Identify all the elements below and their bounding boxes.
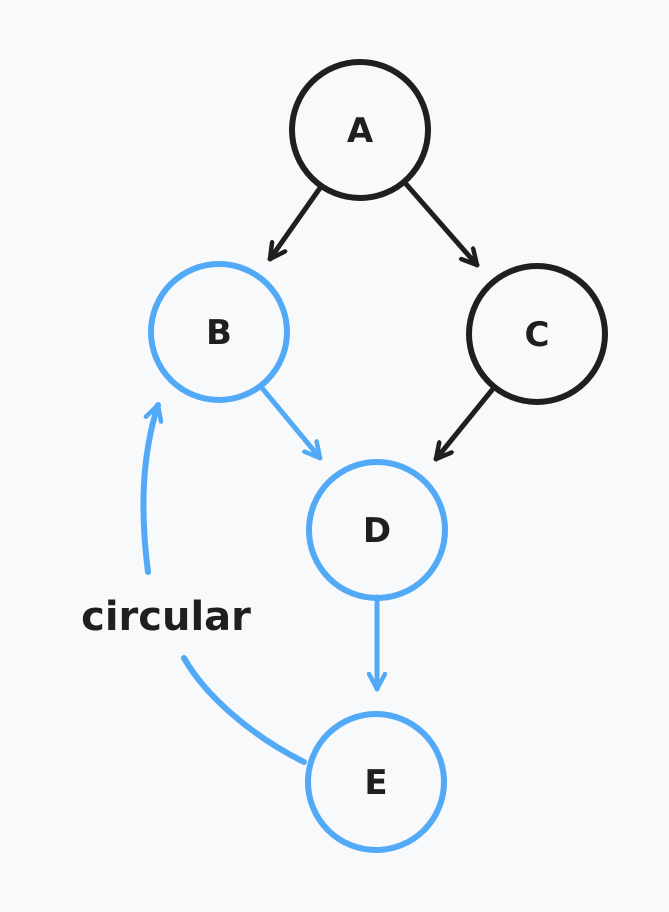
edge-label-circular: circular — [81, 594, 251, 640]
edges: circular — [81, 181, 495, 765]
edge-c-to-d — [433, 387, 495, 462]
edge-e-to-b-lower — [181, 655, 307, 765]
edge-b-to-d — [259, 385, 323, 461]
node-c[interactable]: C — [466, 263, 608, 405]
edge-a-to-c — [403, 181, 480, 268]
node-d-label: D — [363, 511, 391, 551]
node-a[interactable]: A — [289, 59, 431, 201]
node-e[interactable]: E — [305, 711, 447, 853]
node-b[interactable]: B — [148, 261, 290, 403]
edge-a-to-b — [267, 185, 323, 262]
node-b-label: B — [206, 313, 232, 353]
node-a-label: A — [347, 111, 374, 151]
edge-e-to-b-upper — [140, 402, 158, 575]
node-d[interactable]: D — [306, 459, 448, 601]
node-e-label: E — [364, 763, 387, 803]
nodes: A B C D E — [148, 59, 608, 853]
node-c-label: C — [525, 315, 550, 355]
